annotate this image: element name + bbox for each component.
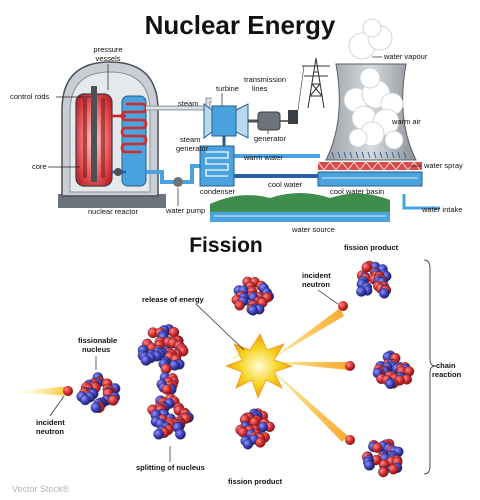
proton [107,394,119,406]
neutron [363,460,375,471]
neutron [175,428,186,440]
nuclei-layer [76,260,415,478]
label-steam: steam [178,99,198,108]
neutron-bottom [345,435,355,445]
neutron [153,428,165,440]
fissionable-nucleus [76,372,121,413]
neutron [242,439,254,450]
nuclear-reactor [58,61,166,208]
label-pressure-vessels-2: vessels [95,54,120,63]
label-splitting-of-nucleus: splitting of nucleus [136,463,205,472]
label-condenser: condenser [200,187,236,196]
label-fission-product-top: fission product [344,243,399,252]
label-water-pump: water pump [165,206,205,215]
cooling-tower [317,18,423,187]
proton [234,300,245,311]
splitting-nucleus-upper [137,324,189,375]
energy-rays [10,308,348,442]
fission-labels: fission product incident neutron release… [36,243,462,486]
label-water-source: water source [291,225,335,234]
neutron [356,286,367,297]
main-title: Nuclear Energy [145,10,336,40]
proton [161,384,173,395]
splitting-nucleus-lower [147,393,194,440]
label-control-rods: control rods [10,92,49,101]
label-transmission-lines-1: transmission [244,75,286,84]
label-chain-reaction-2: reaction [432,370,462,379]
label-incident-neutron-top-2: neutron [302,280,330,289]
generator [257,111,281,131]
label-water-spray: water spray [423,161,463,170]
label-nuclear-reactor: nuclear reactor [88,207,139,216]
fission-title: Fission [189,234,263,257]
cool-water-basin [317,171,423,187]
incident-neutron [63,386,73,396]
label-water-vapour: water vapour [383,52,428,61]
water-spray [331,151,407,159]
chain-reaction-bracket [423,259,437,475]
neutron [79,394,91,406]
label-generator: generator [254,134,287,143]
neutron [140,354,152,366]
transmission-tower [297,57,330,111]
water-vapour-cloud [343,18,404,150]
label-warm-water: warm water [243,153,283,162]
label-incident-neutron-top-1: incident [302,271,331,280]
proton [378,466,389,478]
watermark-text: Vector Stock® [12,484,70,494]
label-fission-product-bottom: fission product [228,477,283,486]
proton [388,464,399,475]
label-chain-reaction-1: chain [436,361,456,370]
label-pressure-vessels-1: pressure [93,45,122,54]
label-water-intake: water intake [421,205,462,214]
neutron [90,402,102,413]
incident-neutron-trail [10,386,70,396]
label-fissionable-nucleus-2: nucleus [82,345,110,354]
label-transmission-lines-2: lines [252,84,268,93]
label-incident-neutron-left-2: neutron [36,427,64,436]
label-cool-water: cool water [268,180,303,189]
energy-burst [224,333,294,400]
turbine-assembly [199,103,298,187]
chain-product-middle [372,350,415,389]
steam-generator-coil [120,102,148,154]
chain-product-bottom [361,438,404,478]
label-release-of-energy: release of energy [142,295,205,304]
splitting-nucleus-neck [156,372,179,395]
label-warm-air: warm air [391,117,421,126]
label-cool-water-basin: cool water basin [330,187,384,196]
proton [372,442,383,453]
control-rods [91,86,97,182]
plant-labels: pressure vessels control rods core nucle… [10,45,463,234]
proton [255,437,266,448]
fission-product-top-left [231,276,274,316]
water-pump [173,177,183,187]
label-steam-generator-2: generator [176,144,209,153]
neutron-top [338,301,348,311]
neutron-middle [345,361,355,371]
chain-product-top [356,260,392,299]
label-incident-neutron-left-1: incident [36,418,65,427]
label-core: core [32,162,47,171]
neutron [385,378,396,389]
fission-product-bottom [235,408,275,450]
neutron [379,288,390,299]
water-source-terrain [210,193,390,222]
label-turbine: turbine [216,84,239,93]
neutron [247,305,259,316]
label-steam-generator-1: steam [180,135,200,144]
label-fissionable-nucleus-1: fissionable [78,336,117,345]
